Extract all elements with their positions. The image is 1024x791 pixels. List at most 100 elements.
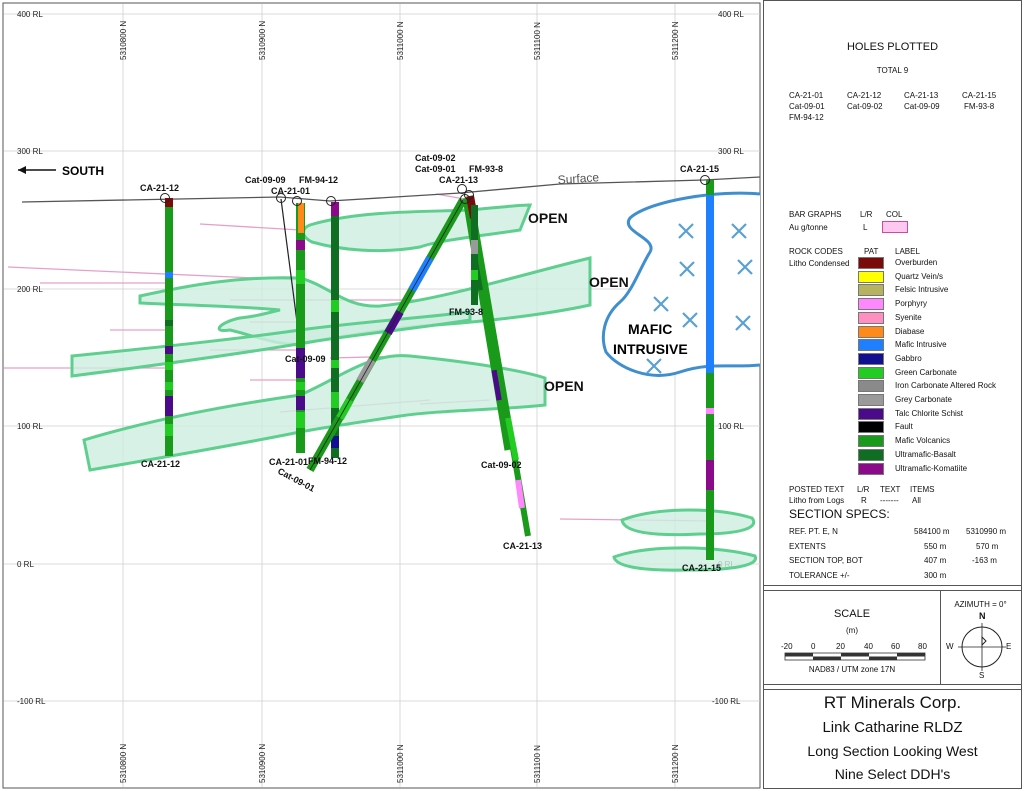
rock-swatch [858,257,884,269]
section-name: Long Section Looking West [807,743,978,759]
hole-list-item: CA-21-15 [962,91,997,100]
rock-swatch [858,462,884,475]
rl-label-minus100-right: -100 RL [712,697,741,706]
legend-panel: HOLES PLOTTED TOTAL 9 CA-21-01 CA-21-12 … [763,0,1022,789]
label-cat-09-01-top: Cat-09-01 [415,164,456,174]
divider [940,590,941,684]
label-cat-09-02-top: Cat-09-02 [415,153,456,163]
rock-swatch [858,284,884,297]
compass-e: E [1006,642,1012,651]
compass-n: N [979,611,986,621]
divider [764,585,1021,586]
south-label: SOUTH [62,164,104,178]
rl-label-100-right: 100 RL [718,422,744,431]
hole-list-item: Cat-09-09 [904,102,940,111]
rock-codes-label: ROCK CODES [789,247,843,256]
northing-bottom-1: 5310800 N [119,744,128,783]
rock-label: Gabbro [895,353,922,363]
bar-graphs-col-header: COL [886,210,903,219]
label-cat-09-09-bottom: Cat-09-09 [285,354,326,364]
rock-label: Ultramafic-Komatiite [895,463,968,473]
au-color-swatch [882,221,908,233]
extents-value-2: 570 m [976,542,999,551]
posted-lr-header: L/R [857,485,870,494]
northing-bottom-2: 5310900 N [258,744,267,783]
scale-title: SCALE [833,608,871,620]
tolerance-value: 300 m [924,571,947,580]
rock-label: Fault [895,422,913,432]
northing-bottom-4: 5311100 N [533,745,542,783]
rock-label-header: LABEL [895,247,920,256]
label-ca-21-01-bottom: CA-21-01 [269,457,308,467]
litho-condensed-label: Litho Condensed [789,259,850,268]
litho-from-logs: Litho from Logs [789,496,845,505]
posted-lr-value: R [861,496,867,505]
scale-tick: 0 [811,642,816,651]
rock-label: Syenite [895,312,922,322]
scale-unit: (m) [846,626,858,635]
divider [764,689,1021,690]
rock-label: Ultramafic-Basalt [895,449,956,459]
rock-pat-header: PAT [864,247,879,256]
posted-items-header: ITEMS [910,485,935,494]
compass-w: W [946,642,954,651]
rock-swatch [858,421,884,434]
rock-swatch [858,339,884,352]
rl-label-200-left: 200 RL [17,285,43,294]
posted-text-label: POSTED TEXT [789,485,845,494]
northing-top-5: 5311200 N [671,21,680,60]
scale-bar [784,652,926,661]
au-lr-value: L [863,223,868,232]
holes-total: TOTAL 9 [876,66,909,75]
label-ca-21-15-bottom: CA-21-15 [682,563,721,573]
rock-label: Quartz Vein/s [895,271,944,281]
mafic-intrusive-label-2: INTRUSIVE [613,341,688,357]
ref-pt-e: 584100 m [914,527,950,536]
hole-list-item: CA-21-13 [904,91,939,100]
holes-plotted-title: HOLES PLOTTED [846,41,939,53]
nad-label: NAD83 / UTM zone 17N [808,665,896,674]
rock-label: Diabase [895,326,925,336]
divider [764,590,1021,591]
section-top-value: 407 m [924,556,947,565]
hole-ca-21-15 [706,180,714,560]
northing-bottom-5: 5311200 N [671,744,680,783]
company-name: RT Minerals Corp. [823,693,962,712]
rock-swatch [858,366,884,379]
extents-value-1: 550 m [924,542,947,551]
rock-label: Talc Chlorite Schist [895,408,964,418]
rock-swatch [858,325,884,338]
rock-label: Green Carbonate [895,367,957,377]
hole-list-item: FM-93-8 [964,102,995,111]
rock-label: Grey Carbonate [895,395,952,404]
rock-swatch [858,407,884,420]
rl-label-300-left: 300 RL [17,147,43,156]
scale-tick: 20 [836,642,845,651]
mafic-x-pattern [646,223,753,374]
hole-list-item: CA-21-12 [847,91,882,100]
collars [160,175,710,206]
zone-deep-1 [620,508,756,537]
hole-ca-21-12 [165,198,173,456]
azimuth-label: AZIMUTH = 0° [954,600,1007,609]
northing-top-3: 5311000 N [396,21,405,60]
bar-graphs-lr-header: L/R [860,210,873,219]
rl-label-400-left: 400 RL [17,10,43,19]
rock-swatch [858,270,884,283]
zone-lower-open [82,354,547,472]
mafic-intrusive-body [601,191,760,377]
label-fm-93-8-top: FM-93-8 [469,164,503,174]
rock-label: Overburden [895,258,938,267]
section-specs-title: SECTION SPECS: [789,507,890,521]
scale-tick: 40 [864,642,873,651]
scale-tick: 80 [918,642,927,651]
scale-tick: -20 [781,642,793,651]
rock-swatch [858,311,884,324]
rock-label: Iron Carbonate Altered Rock [895,381,996,391]
rock-swatch [858,298,884,311]
label-ca-21-12-top: CA-21-12 [140,183,179,193]
rock-swatch [858,380,884,393]
open-label-middle: OPEN [589,274,629,290]
rock-swatch [858,435,884,448]
label-cat-09-02-bottom: Cat-09-02 [481,460,522,470]
